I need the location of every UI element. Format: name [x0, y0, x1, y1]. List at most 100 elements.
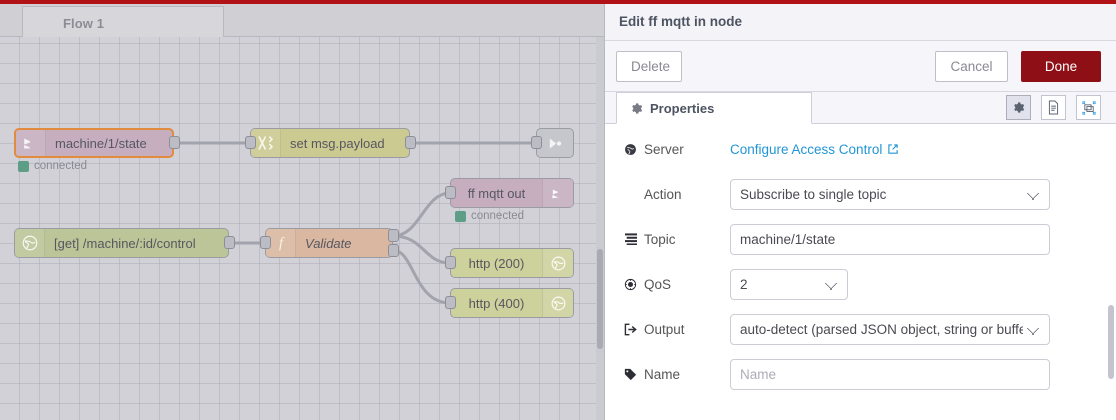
wire-function-out1-to-http200	[391, 234, 452, 265]
topic-label: Topic	[644, 231, 676, 247]
tab-properties-label: Properties	[650, 100, 715, 116]
panel-scrollbar-thumb[interactable]	[1108, 305, 1114, 379]
tag-icon	[623, 368, 638, 381]
flow-node-function[interactable]: f Validate	[265, 228, 393, 258]
flow-node-mqtt-in[interactable]: machine/1/state	[14, 128, 174, 158]
output-select[interactable]: auto-detect (parsed JSON object, string …	[730, 313, 1050, 345]
canvas-scrollbar-thumb[interactable]	[597, 249, 603, 349]
shuffle-icon	[251, 129, 281, 157]
flow-node-label: Validate	[305, 235, 352, 251]
form-row-server: Server Configure Access Control	[623, 134, 899, 164]
form-row-qos: QoS 2	[623, 268, 848, 300]
properties-icon-button[interactable]	[1006, 95, 1031, 120]
flow-tab-flow-1[interactable]: Flow 1	[22, 6, 224, 38]
flow-node-function-output-port-2[interactable]	[388, 244, 399, 257]
flow-node-mqtt-out[interactable]: ff mqtt out	[450, 178, 574, 208]
flow-node-mqtt-out-input-port[interactable]	[445, 186, 456, 199]
cancel-button[interactable]: Cancel	[935, 51, 1008, 82]
topic-input[interactable]	[730, 223, 1050, 255]
panel-vertical-scrollbar[interactable]	[1106, 125, 1116, 420]
node-edit-panel: Edit ff mqtt in node Delete Cancel Done …	[604, 4, 1116, 420]
flow-tab-label: Flow 1	[63, 16, 105, 31]
status-label: connected	[34, 160, 88, 172]
name-label: Name	[644, 366, 681, 382]
flow-node-function-input-port[interactable]	[260, 236, 271, 249]
mqtt-icon	[16, 130, 46, 156]
flow-node-http-200-input-port[interactable]	[445, 256, 456, 269]
gear-icon	[630, 102, 643, 115]
debug-icon	[537, 129, 573, 157]
appearance-icon	[1081, 100, 1096, 115]
flow-node-label: http (400)	[468, 295, 525, 311]
flow-node-label: set msg.payload	[290, 135, 385, 151]
panel-title: Edit ff mqtt in node	[619, 14, 742, 29]
action-select[interactable]: Subscribe to single topic	[730, 178, 1050, 210]
qos-label-group: QoS	[623, 277, 730, 292]
globe-icon	[542, 249, 573, 277]
form-row-output: Output auto-detect (parsed JSON object, …	[623, 313, 1050, 345]
panel-toolbar: Delete Cancel Done	[605, 41, 1116, 92]
description-icon	[1047, 100, 1060, 115]
name-label-group: Name	[623, 367, 730, 382]
delete-button[interactable]: Delete	[616, 51, 682, 82]
wire-function-out2-to-http400	[391, 248, 452, 305]
flow-node-mqtt-in-output-port[interactable]	[169, 136, 180, 149]
function-icon: f	[266, 229, 296, 257]
canvas-vertical-scrollbar[interactable]	[596, 37, 604, 420]
panel-tab-bar: Properties	[605, 92, 1116, 124]
svg-text:f: f	[279, 236, 285, 252]
qos-label: QoS	[644, 276, 672, 292]
flow-node-label: ff mqtt out	[467, 185, 526, 201]
output-label-group: Output	[623, 322, 730, 337]
flow-node-http-in-output-port[interactable]	[224, 236, 235, 249]
flow-node-function-output-port-1[interactable]	[388, 229, 399, 242]
flow-node-change[interactable]: set msg.payload	[250, 128, 410, 158]
globe-icon	[623, 143, 638, 156]
flow-node-http-200[interactable]: http (200)	[450, 248, 574, 278]
flow-node-label: machine/1/state	[55, 135, 147, 151]
flow-node-label: [get] /machine/:id/control	[54, 235, 196, 251]
tab-properties[interactable]: Properties	[616, 92, 812, 124]
status-label: connected	[471, 210, 525, 222]
server-label: Server	[644, 141, 684, 157]
topic-label-group: Topic	[623, 232, 730, 247]
status-dot	[455, 210, 466, 222]
flow-tab-bar: Flow 1	[0, 4, 604, 38]
globe-icon	[542, 289, 573, 317]
qos-select[interactable]: 2	[730, 268, 848, 300]
form-row-name: Name	[623, 358, 1050, 390]
form-row-action: Action Subscribe to single topic	[623, 178, 1050, 210]
configure-access-control-text: Configure Access Control	[730, 141, 883, 157]
flow-canvas[interactable]: machine/1/state connected set msg.payloa…	[0, 37, 604, 420]
flow-node-mqtt-out-status: connected	[455, 210, 524, 222]
sign-out-icon	[623, 323, 638, 336]
configure-access-control-link[interactable]: Configure Access Control	[730, 142, 899, 157]
panel-header: Edit ff mqtt in node	[605, 4, 1116, 41]
output-label: Output	[644, 321, 685, 337]
server-label-group: Server	[623, 142, 730, 157]
wire-function-out1-to-mqttout	[391, 191, 452, 238]
status-dot	[18, 160, 29, 172]
appearance-icon-button[interactable]	[1076, 95, 1101, 120]
mqtt-icon	[542, 179, 573, 207]
form-row-topic: Topic	[623, 223, 1050, 255]
globe-icon	[15, 229, 45, 257]
done-button[interactable]: Done	[1021, 51, 1101, 82]
flow-node-debug-input-port[interactable]	[531, 136, 542, 149]
gear-icon	[1012, 101, 1025, 114]
window-accent-bar	[0, 0, 1116, 4]
list-icon	[623, 233, 638, 245]
flow-node-http-400-input-port[interactable]	[445, 296, 456, 309]
flow-node-http-in[interactable]: [get] /machine/:id/control	[14, 228, 229, 258]
name-input[interactable]	[730, 358, 1050, 390]
flow-editor-region: Flow 1 machine/1/state	[0, 4, 604, 420]
flow-node-change-input-port[interactable]	[245, 136, 256, 149]
flow-node-http-400[interactable]: http (400)	[450, 288, 574, 318]
properties-form: Server Configure Access Control Action S…	[605, 125, 1105, 420]
description-icon-button[interactable]	[1041, 95, 1066, 120]
external-link-icon	[887, 143, 899, 155]
flow-node-label: http (200)	[468, 255, 525, 271]
bullseye-icon	[623, 278, 638, 291]
flow-node-change-output-port[interactable]	[405, 136, 416, 149]
